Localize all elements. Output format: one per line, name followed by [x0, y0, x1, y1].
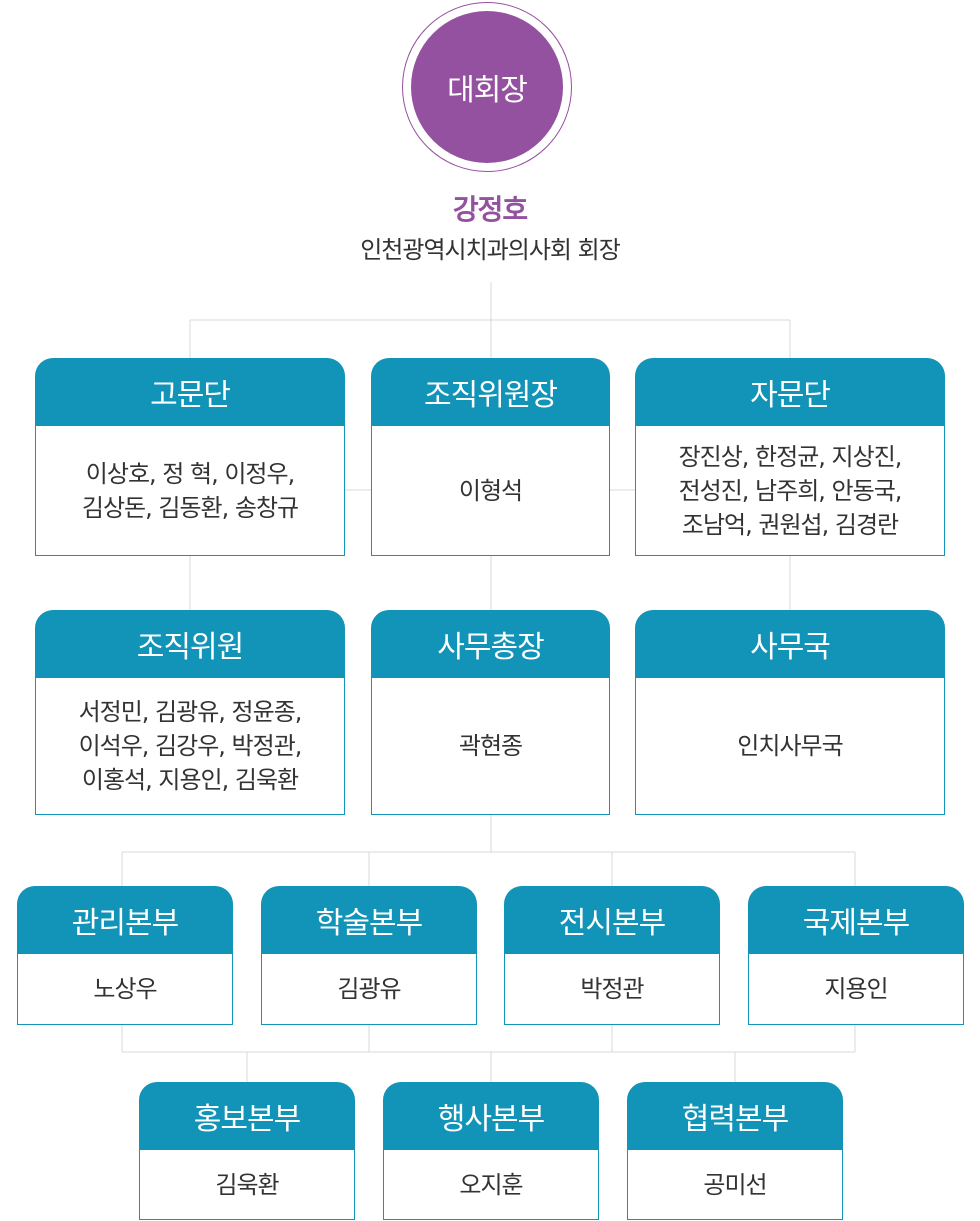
box-title: 국제본부 — [748, 886, 964, 954]
box-title: 자문단 — [635, 358, 945, 426]
box-members: 이형석 — [458, 476, 523, 505]
international-division-box: 국제본부 지용인 — [748, 886, 964, 1025]
box-title: 사무국 — [635, 610, 945, 678]
box-title: 고문단 — [35, 358, 345, 426]
box-title: 조직위원 — [35, 610, 345, 678]
box-members: 김욱환 — [215, 1170, 279, 1199]
academic-division-box: 학술본부 김광유 — [261, 886, 477, 1025]
secretariat-box: 사무국 인치사무국 — [635, 610, 945, 815]
management-division-box: 관리본부 노상우 — [17, 886, 233, 1025]
box-members: 노상우 — [93, 975, 157, 1003]
box-members: 지용인 — [824, 975, 888, 1003]
chairman-title: 인천광역시치과의사회 회장 — [360, 236, 621, 264]
box-members: 서정민, 김광유, 정윤종, 이석우, 김강우, 박정관, 이홍석, 지용인, … — [78, 698, 303, 794]
box-members: 김광유 — [337, 975, 401, 1003]
event-division-box: 행사본부 오지훈 — [383, 1082, 599, 1220]
chairman-circle: 대회장 — [402, 2, 572, 172]
box-members: 인치사무국 — [737, 732, 843, 760]
advisory-group-box: 고문단 이상호, 정 혁, 이정우, 김상돈, 김동환, 송창규 — [35, 358, 345, 556]
exhibition-division-box: 전시본부 박정관 — [504, 886, 720, 1025]
consulting-group-box: 자문단 장진상, 한정균, 지상진, 전성진, 남주희, 안동국, 조남억, 권… — [635, 358, 945, 556]
pr-division-box: 홍보본부 김욱환 — [139, 1082, 355, 1220]
chairman-role: 대회장 — [411, 11, 563, 163]
box-members: 오지훈 — [459, 1170, 523, 1199]
organizing-members-box: 조직위원 서정민, 김광유, 정윤종, 이석우, 김강우, 박정관, 이홍석, … — [35, 610, 345, 815]
box-members: 공미선 — [703, 1170, 767, 1199]
box-members: 이상호, 정 혁, 이정우, 김상돈, 김동환, 송창규 — [81, 459, 299, 522]
box-members: 곽현종 — [458, 732, 523, 760]
box-title: 조직위원장 — [371, 358, 610, 426]
box-title: 관리본부 — [17, 886, 233, 954]
box-title: 행사본부 — [383, 1082, 599, 1150]
secretary-general-box: 사무총장 곽현종 — [371, 610, 610, 815]
chairman-name: 강정호 — [452, 193, 528, 226]
box-title: 전시본부 — [504, 886, 720, 954]
organizing-chair-box: 조직위원장 이형석 — [371, 358, 610, 556]
box-title: 학술본부 — [261, 886, 477, 954]
box-title: 홍보본부 — [139, 1082, 355, 1150]
box-title: 사무총장 — [371, 610, 610, 678]
box-members: 박정관 — [580, 975, 644, 1003]
box-members: 장진상, 한정균, 지상진, 전성진, 남주희, 안동국, 조남억, 권원섭, … — [678, 442, 903, 539]
box-title: 협력본부 — [627, 1082, 843, 1150]
cooperation-division-box: 협력본부 공미선 — [627, 1082, 843, 1220]
